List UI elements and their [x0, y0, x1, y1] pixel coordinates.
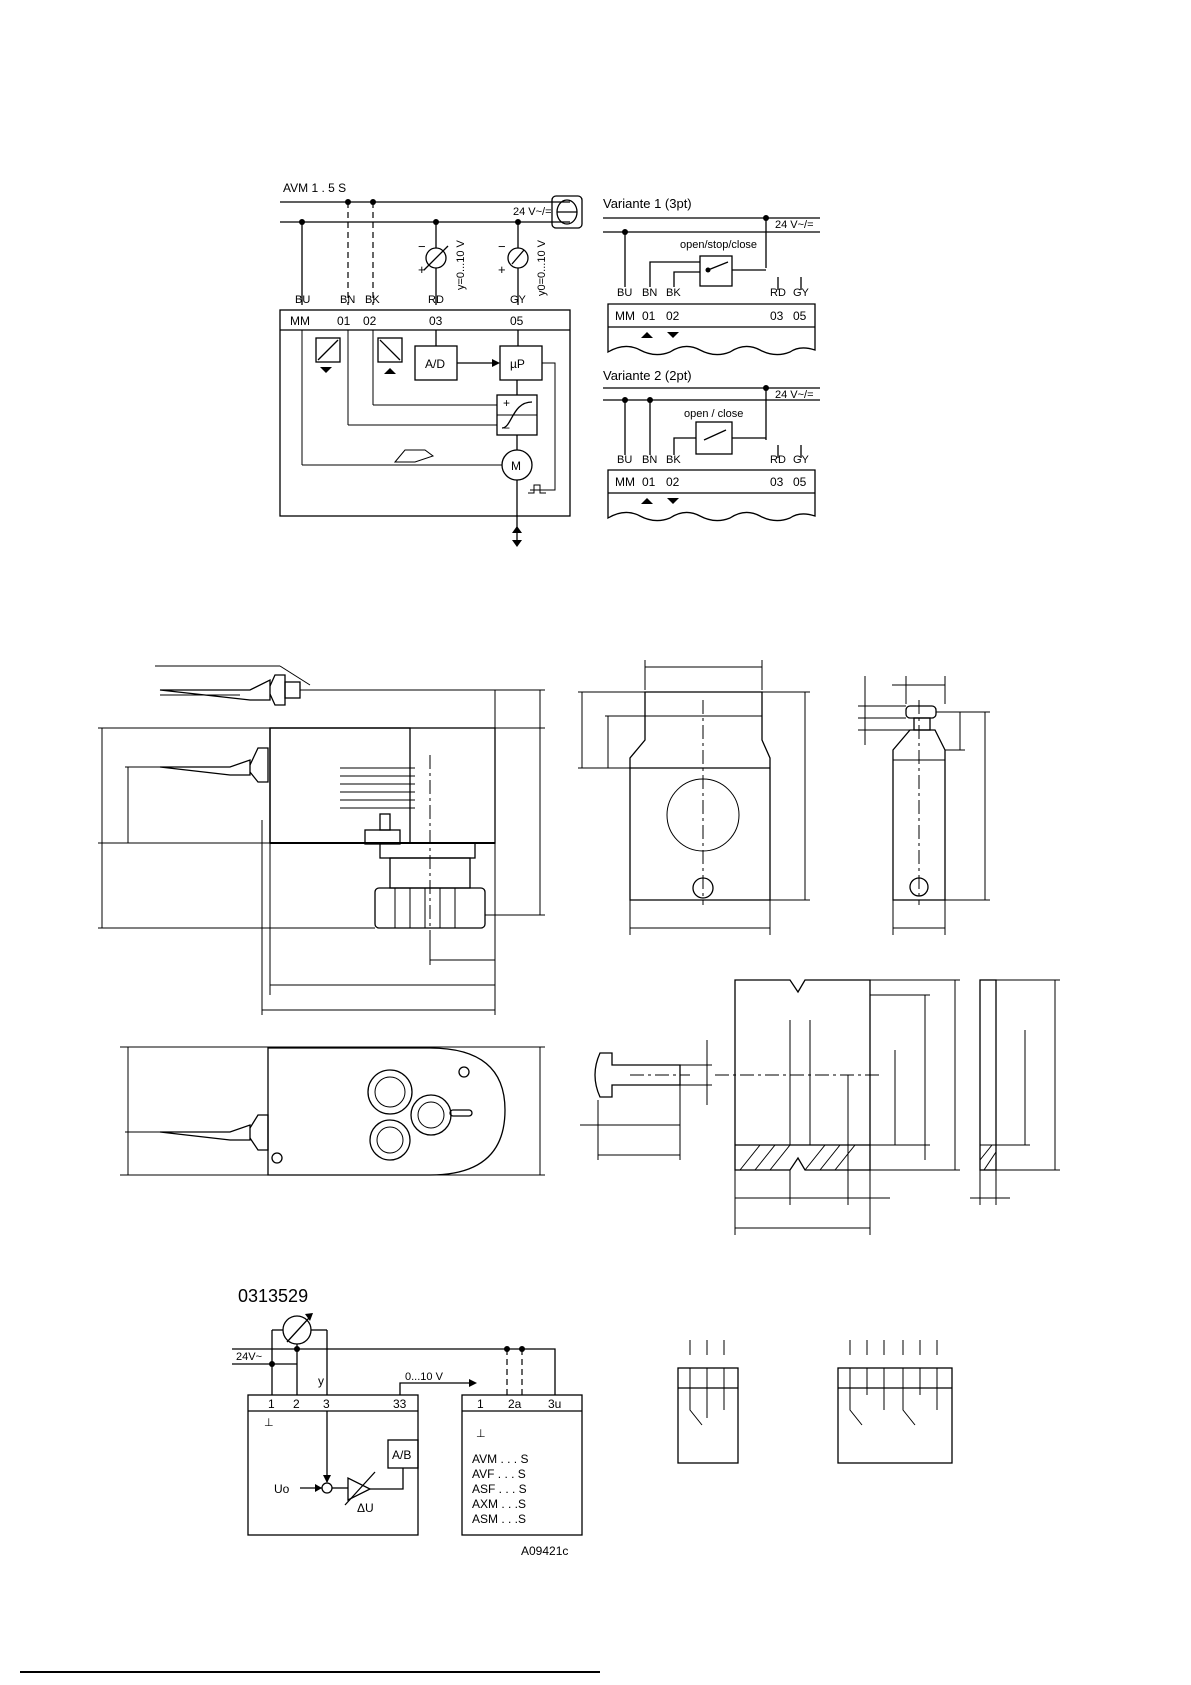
actuator-side-view: [98, 665, 545, 1015]
svg-text:ΔU: ΔU: [357, 1501, 374, 1515]
meter-icon: [507, 247, 529, 269]
switch-2pt-icon: [695, 421, 733, 455]
wiring-supply-label: 24 V~/=: [513, 206, 552, 218]
svg-text:AVM . . . S: AVM . . . S: [472, 1452, 528, 1466]
svg-text:01: 01: [337, 314, 351, 328]
actuator-terminal-box: [461, 1394, 583, 1536]
svg-text:01: 01: [642, 309, 656, 323]
svg-text:03: 03: [770, 475, 784, 489]
svg-text:05: 05: [793, 475, 807, 489]
svg-text:BK: BK: [666, 287, 681, 299]
svg-text:24 V~/=: 24 V~/=: [775, 389, 814, 401]
svg-text:33: 33: [393, 1397, 407, 1411]
variant-2-title: Variante 2 (2pt): [603, 368, 692, 383]
drawing-code: A09421c: [521, 1544, 568, 1558]
wiring-diagram: AVM 1 . 5 S 24 V~/= − + y=0...10 V − +: [279, 181, 583, 547]
plug-icon: [551, 195, 583, 229]
converter-title: 0313529: [238, 1286, 308, 1306]
svg-text:RD: RD: [770, 287, 786, 299]
switch-3pt-icon: [699, 255, 733, 287]
svg-text:MM: MM: [615, 309, 635, 323]
svg-text:BU: BU: [295, 294, 310, 306]
svg-text:24 V~/=: 24 V~/=: [775, 219, 814, 231]
svg-text:MM: MM: [290, 314, 310, 328]
aux-switch-single: [677, 1340, 739, 1464]
svg-text:BN: BN: [340, 294, 355, 306]
svg-text:−: −: [498, 239, 506, 254]
svg-text:y: y: [318, 1374, 324, 1388]
variant-1-terminal-block: [607, 303, 816, 356]
svg-text:BK: BK: [365, 294, 380, 306]
stem-adapter-view: [580, 1040, 712, 1160]
svg-text:05: 05: [793, 309, 807, 323]
aux-switch-double: [837, 1340, 953, 1464]
svg-text:BU: BU: [617, 454, 632, 466]
yoke-view: [715, 979, 1060, 1235]
svg-text:3: 3: [323, 1397, 330, 1411]
svg-text:µP: µP: [510, 357, 525, 371]
converter-diagram: 0313529 24V~ y 1 2 3 33 ⊥ 0...10 V A/B: [232, 1286, 583, 1558]
actuator-narrow-view: [858, 676, 990, 935]
svg-text:GY: GY: [793, 454, 810, 466]
svg-text:2a: 2a: [508, 1397, 522, 1411]
svg-text:BU: BU: [617, 287, 632, 299]
svg-text:AVF . . . S: AVF . . . S: [472, 1467, 526, 1481]
svg-text:1: 1: [477, 1397, 484, 1411]
variant-2-diagram: Variante 2 (2pt) 24 V~/= open / close BU…: [603, 368, 820, 522]
svg-text:ASM . . .S: ASM . . .S: [472, 1512, 526, 1526]
svg-text:⊥: ⊥: [476, 1428, 486, 1440]
svg-text:2: 2: [293, 1397, 300, 1411]
svg-text:RD: RD: [428, 294, 444, 306]
svg-text:−: −: [503, 421, 510, 435]
svg-text:02: 02: [666, 475, 680, 489]
svg-text:A/B: A/B: [392, 1448, 411, 1462]
converter-box: [247, 1394, 419, 1536]
svg-text:0...10 V: 0...10 V: [405, 1371, 444, 1383]
svg-text:+: +: [418, 262, 426, 277]
knob-icon: [367, 1069, 413, 1115]
svg-text:Uo: Uo: [274, 1482, 290, 1496]
svg-text:+: +: [503, 396, 510, 410]
svg-text:+: +: [498, 262, 506, 277]
actuator-housing: [279, 309, 571, 517]
svg-text:ASF . . . S: ASF . . . S: [472, 1482, 527, 1496]
wiring-title: AVM 1 . 5 S: [283, 181, 346, 195]
svg-text:02: 02: [363, 314, 377, 328]
svg-text:03: 03: [429, 314, 443, 328]
converter-supply-label: 24V~: [236, 1351, 262, 1363]
svg-text:M: M: [511, 459, 521, 473]
svg-text:05: 05: [510, 314, 524, 328]
svg-text:BN: BN: [642, 287, 657, 299]
svg-text:02: 02: [666, 309, 680, 323]
manual-override-icon: [393, 449, 435, 463]
variant-1-diagram: Variante 1 (3pt) 24 V~/= open/stop/close…: [603, 196, 820, 356]
svg-text:3u: 3u: [548, 1397, 561, 1411]
svg-text:−: −: [418, 239, 426, 254]
svg-text:03: 03: [770, 309, 784, 323]
svg-text:AXM . . .S: AXM . . .S: [472, 1497, 526, 1511]
variant-1-title: Variante 1 (3pt): [603, 196, 692, 211]
signal-in-label: y=0...10 V: [455, 239, 467, 290]
svg-text:BK: BK: [666, 454, 681, 466]
actuator-top-view: [120, 1046, 545, 1176]
svg-text:⊥: ⊥: [264, 1417, 274, 1429]
variant-2-terminal-block: [607, 469, 816, 522]
svg-text:01: 01: [642, 475, 656, 489]
svg-text:RD: RD: [770, 454, 786, 466]
svg-text:open/stop/close: open/stop/close: [680, 239, 757, 251]
svg-text:GY: GY: [793, 287, 810, 299]
svg-text:1: 1: [268, 1397, 275, 1411]
actuator-front-view: [578, 660, 810, 935]
svg-text:open / close: open / close: [684, 408, 743, 420]
signal-out-label: y0=0...10 V: [536, 239, 548, 296]
svg-text:A/D: A/D: [425, 357, 445, 371]
actuator-body: [269, 727, 496, 844]
svg-text:MM: MM: [615, 475, 635, 489]
svg-text:GY: GY: [510, 294, 527, 306]
svg-text:BN: BN: [642, 454, 657, 466]
